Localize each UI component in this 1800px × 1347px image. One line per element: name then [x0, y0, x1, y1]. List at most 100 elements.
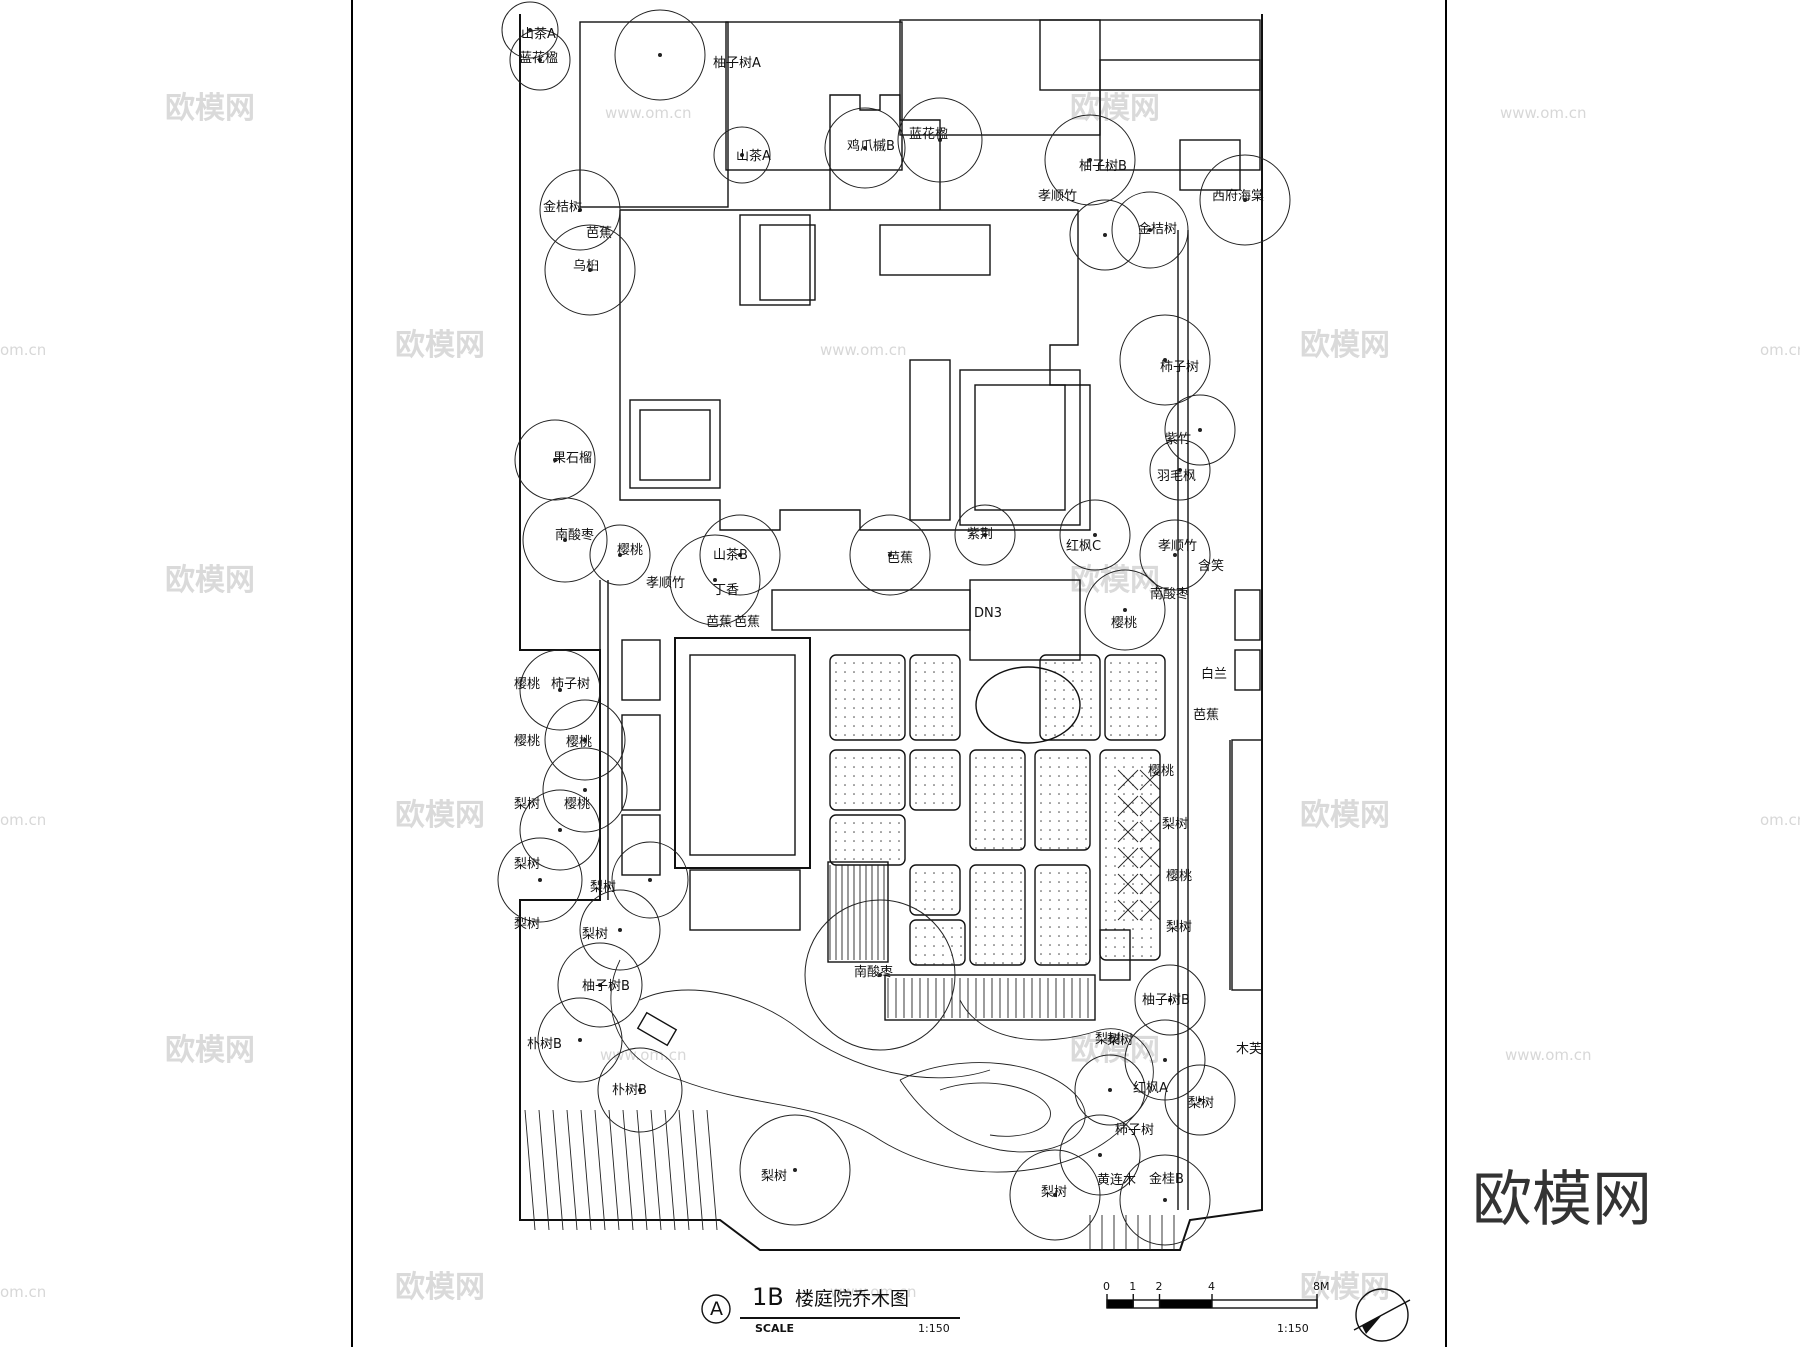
tree-canopy — [557, 942, 643, 1028]
tree-canopy — [1119, 1154, 1211, 1246]
planting-bed — [969, 864, 1026, 966]
plant-label: 山茶B — [713, 547, 748, 563]
tree-canopy — [804, 899, 956, 1051]
tree-canopy — [1044, 114, 1136, 206]
plant-label: 梨树 — [514, 917, 540, 932]
watermark-text: 欧模网 — [1070, 1033, 1160, 1068]
plant-label: 南酸枣 — [555, 527, 594, 543]
plant-label: 朴树B — [527, 1037, 562, 1052]
plant-label: 芭蕉 — [706, 615, 732, 630]
plant-label: 丁香 — [713, 583, 739, 598]
watermark-text: 欧模网 — [1300, 1270, 1390, 1305]
plant-label: 梨树 — [582, 927, 608, 942]
tree-canopy — [542, 747, 628, 833]
plant-label: 鸡爪槭B — [847, 138, 895, 154]
plant-label: 金桂B — [1149, 1171, 1184, 1187]
plant-label: 梨树 — [761, 1169, 787, 1184]
tree-canopy — [544, 224, 636, 316]
tree-canopy — [849, 514, 931, 596]
tree-canopy — [514, 419, 596, 501]
sheet-frame — [351, 0, 1447, 1347]
tree-canopy — [1111, 191, 1189, 269]
tree-canopy — [1059, 1114, 1141, 1196]
plant-label: 蓝花楹 — [519, 50, 558, 66]
planting-bed — [829, 654, 906, 741]
planting-bed — [829, 814, 906, 866]
plant-label: 红枫C — [1066, 538, 1101, 554]
watermark-text: 欧模网 — [395, 1270, 485, 1305]
plant-label: 金桔树 — [1138, 221, 1177, 237]
plant-label: 梨树 — [1095, 1032, 1121, 1047]
planting-bed — [909, 864, 961, 916]
plant-label: 西府海棠 — [1212, 189, 1264, 204]
plant-label: 芭蕉 — [734, 615, 760, 630]
watermark-url: www.om.cn — [1505, 1046, 1592, 1064]
tree-canopy — [1074, 1054, 1146, 1126]
watermark-url: www.om.cn — [830, 1283, 917, 1301]
watermark-url: www.om.cn — [1500, 104, 1587, 122]
watermark-url: www.om.cn — [820, 341, 907, 359]
plant-label: 樱桃 — [564, 796, 590, 812]
scale-value: 1:150 — [918, 1322, 950, 1335]
tree-canopy — [699, 514, 781, 596]
tree-canopies — [497, 1, 1291, 1246]
plant-label: 樱桃 — [617, 542, 643, 558]
tree-canopy — [713, 126, 771, 184]
watermark-text: 欧模网 — [165, 1033, 255, 1068]
plant-label: 柚子树A — [713, 56, 761, 71]
watermark-url: www.om.cn — [605, 104, 692, 122]
north-arrow-icon — [1353, 1288, 1411, 1342]
plant-label: 樱桃 — [1148, 763, 1174, 779]
plant-label: 孝顺竹 — [1158, 539, 1197, 554]
planting-bed — [909, 654, 961, 741]
title-block: A 1B 楼庭院乔木图 SCALE 1:150 — [701, 1283, 960, 1335]
plant-label: 柚子树B — [1079, 159, 1127, 174]
watermark-text: 欧模网 — [395, 798, 485, 833]
plant-label: 果石榴 — [553, 451, 592, 466]
scale-label: SCALE — [755, 1322, 794, 1335]
tree-canopy — [1119, 314, 1211, 406]
tree-canopy — [824, 107, 906, 189]
tree-canopy — [579, 889, 661, 971]
plant-label: 柿子树 — [551, 676, 590, 692]
brand-logo-text: 欧模网 — [1472, 1165, 1652, 1235]
tree-canopy — [897, 97, 983, 183]
plant-label: 芭蕉 — [586, 226, 612, 241]
tree-canopy — [597, 1047, 683, 1133]
tree-canopy — [1164, 1064, 1236, 1136]
drawing-number: 1B — [752, 1283, 784, 1311]
planting-bed — [1104, 654, 1166, 741]
scale-tick-label: 2 — [1156, 1280, 1163, 1293]
tree-canopy — [1199, 154, 1291, 246]
planting-bed — [1034, 864, 1091, 966]
tree-canopy — [1134, 964, 1206, 1036]
tree-canopy — [1084, 569, 1166, 651]
watermark-edge: om.cn — [1760, 811, 1800, 829]
tree-canopy — [519, 789, 601, 871]
plant-label: 樱桃 — [514, 733, 540, 749]
plant-label: 黄连木 — [1097, 1172, 1136, 1188]
plant-label: 梨树 — [514, 857, 540, 872]
plant-label: 紫荆 — [967, 526, 993, 542]
plant-label: 梨树 — [590, 880, 616, 895]
watermark-edge: om.cn — [0, 341, 46, 359]
watermarks: 欧模网欧模网欧模网欧模网欧模网欧模网欧模网欧模网欧模网欧模网欧模网欧模网www.… — [0, 91, 1800, 1305]
plant-label: 蓝花楹 — [909, 126, 948, 142]
plant-label: 梨树 — [514, 797, 540, 812]
tree-canopy — [1139, 519, 1211, 591]
scale-bar-value: 1:150 — [1277, 1322, 1309, 1335]
scale-tick-label: 1 — [1129, 1280, 1136, 1293]
tree-canopy — [519, 649, 601, 731]
planting-bed — [829, 749, 906, 811]
tree-canopy — [614, 9, 706, 101]
plant-label: 孝顺竹 — [1038, 189, 1077, 204]
scale-tick-label: 8M — [1313, 1280, 1330, 1293]
plant-label: 樱桃 — [514, 676, 540, 692]
plant-label: 柚子树B — [1142, 993, 1190, 1008]
watermark-text: 欧模网 — [165, 91, 255, 126]
tree-canopy — [522, 497, 608, 583]
plant-label: 梨树 — [1162, 817, 1188, 832]
plant-labels: 山茶A蓝花楹柚子树A山茶A鸡爪槭B蓝花楹柚子树B孝顺竹西府海棠金桔树金桔树芭蕉乌… — [514, 26, 1264, 1200]
